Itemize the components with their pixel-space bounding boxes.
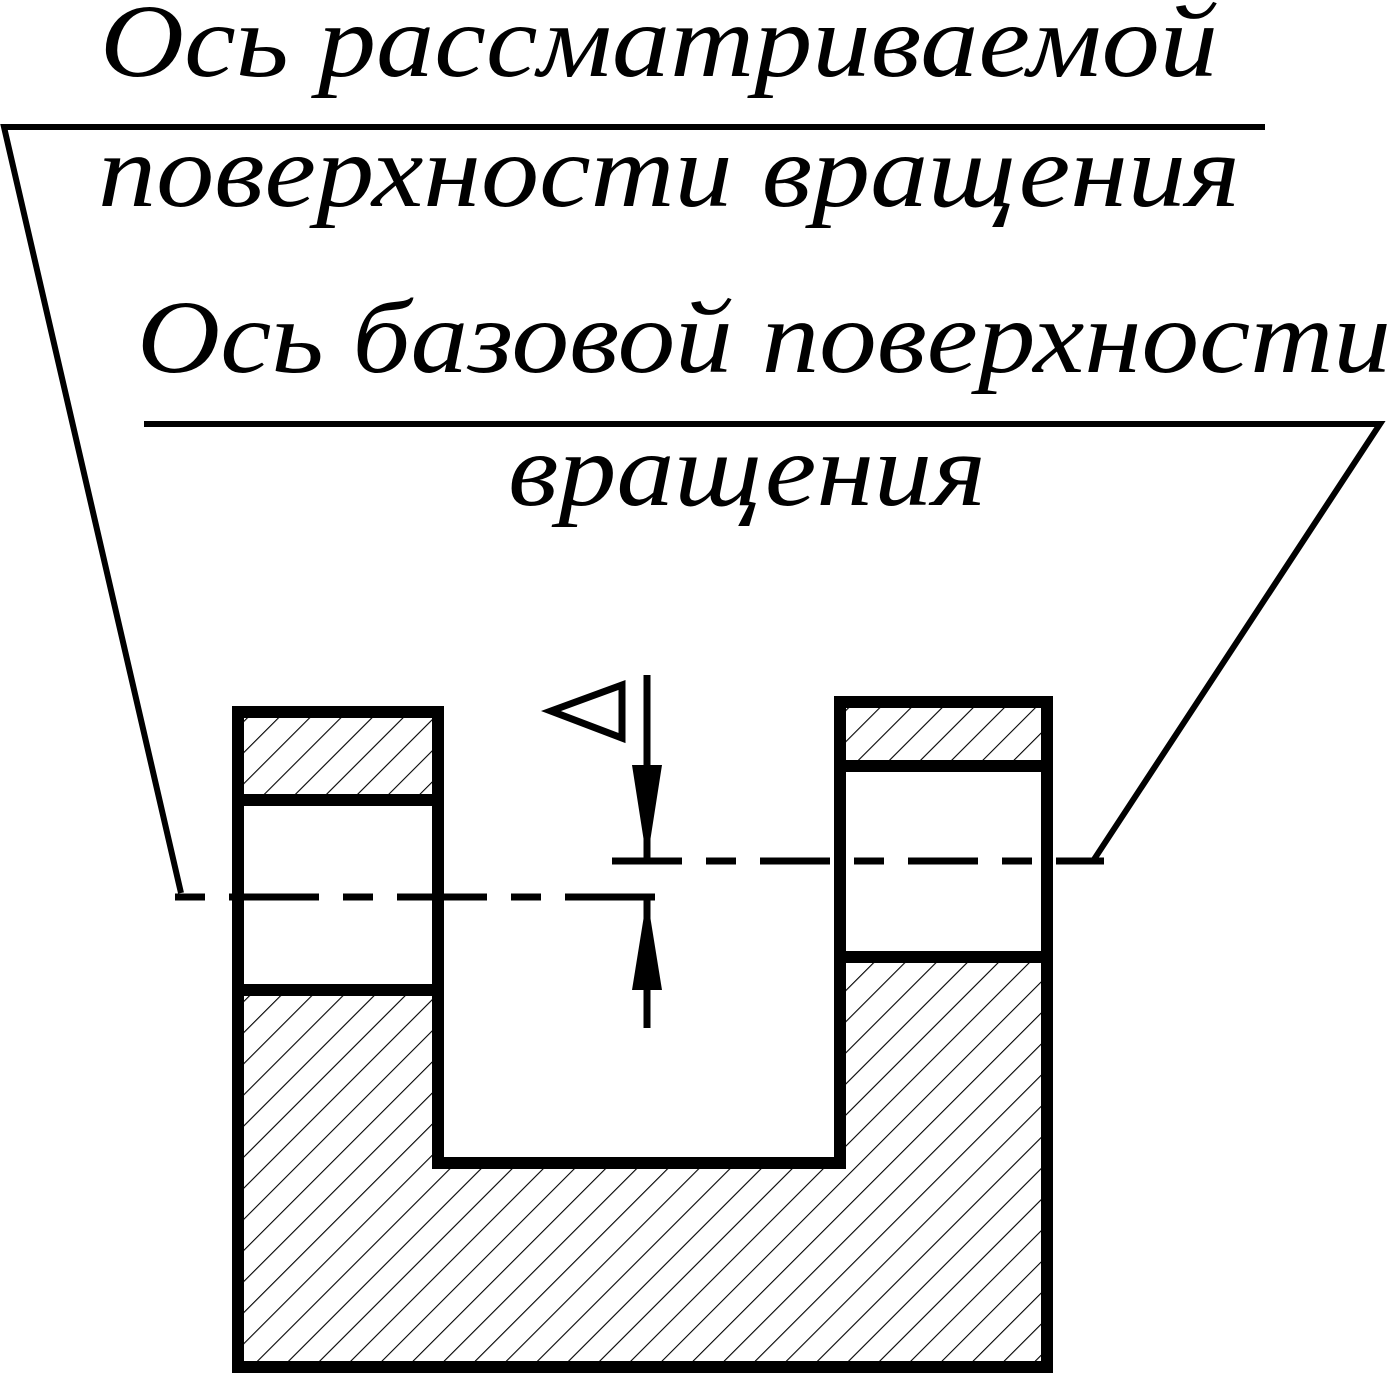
axis-lines xyxy=(175,857,1104,901)
deviation-dimension xyxy=(540,675,662,1028)
base-axis-leader xyxy=(144,421,1386,863)
triangle-deviation-symbol xyxy=(540,679,626,744)
part-outline xyxy=(232,696,1053,1373)
measured-axis-leader xyxy=(0,124,1265,894)
outer-contour xyxy=(232,696,1053,1373)
dimension-arrow-up xyxy=(632,897,662,990)
measured-axis-label-line1: Ось рассматриваемой xyxy=(100,0,1218,99)
measured-axis-label-line2: поверхности вращения xyxy=(98,114,1240,229)
hatch-right-top xyxy=(840,702,1047,766)
base-axis-label-line2: вращения xyxy=(508,413,986,528)
labels: Ось рассматриваемой поверхности вращения… xyxy=(98,0,1391,528)
dimension-arrow-down xyxy=(632,765,662,861)
hatch-left-top xyxy=(238,712,438,800)
leader-lines xyxy=(0,124,1386,894)
base-axis-label-line1: Ось базовой поверхности xyxy=(137,280,1391,395)
